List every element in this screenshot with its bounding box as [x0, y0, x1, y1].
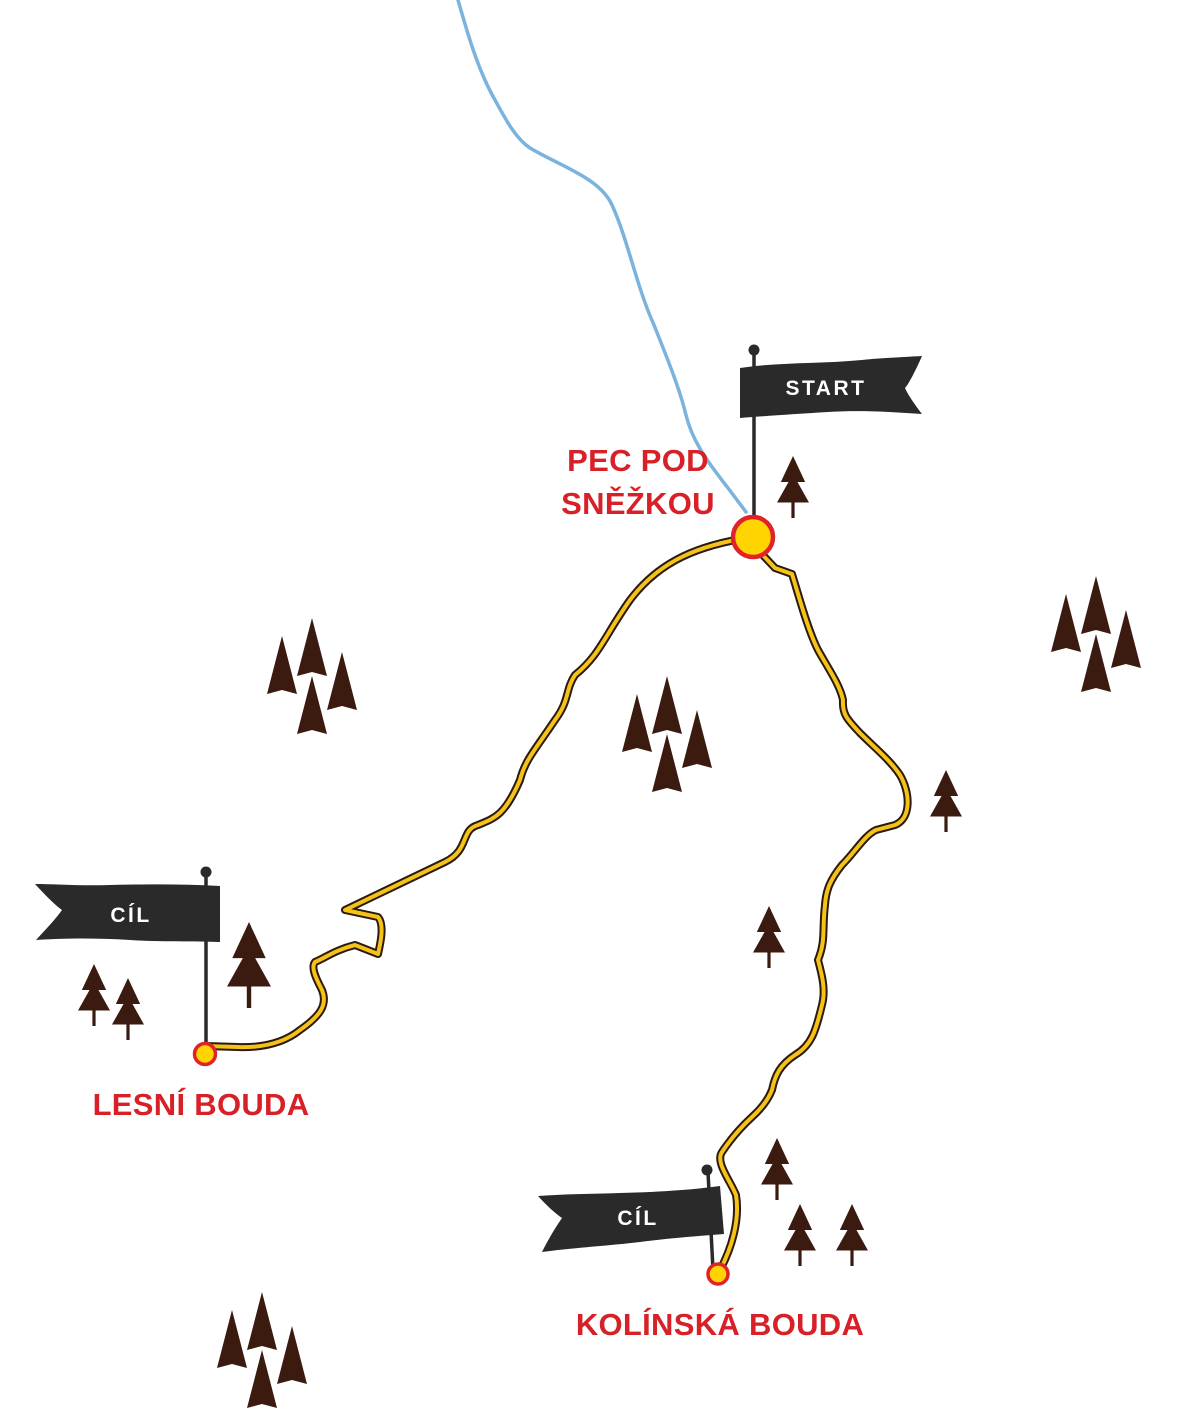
place-label-pec-line2: SNĚŽKOU	[561, 485, 715, 521]
trail-to-lesni-bouda	[201, 533, 756, 1052]
flag-icon	[35, 884, 220, 942]
pine-tree-icon	[247, 1292, 277, 1350]
pine-tree-icon	[1111, 610, 1141, 668]
pine-tree-icon	[1081, 634, 1111, 692]
pine-tree-icon	[930, 770, 962, 832]
flag-icon	[740, 356, 922, 418]
pine-tree-icon	[753, 906, 785, 968]
pine-tree-icon	[1081, 576, 1111, 634]
pine-tree-icon	[267, 636, 297, 694]
pine-tree-icon	[784, 1204, 816, 1266]
pine-tree-icon	[297, 676, 327, 734]
finish-flag-lesni: CÍL	[35, 866, 220, 1044]
flag-pole-knob	[748, 344, 760, 356]
pine-tree-icon	[227, 922, 271, 1008]
pine-tree-icon	[297, 618, 327, 676]
pine-tree-icon	[112, 978, 144, 1040]
location-marker-icon	[730, 514, 776, 560]
place-label-pec-line1: PEC POD	[567, 443, 709, 478]
pine-tree-icon	[652, 734, 682, 792]
pine-tree-icon	[327, 652, 357, 710]
pine-tree-icon	[682, 710, 712, 768]
flag-icon	[538, 1186, 724, 1252]
river	[456, 0, 748, 514]
pine-tree-icon	[217, 1310, 247, 1368]
place-label-kolinska: KOLÍNSKÁ BOUDA	[576, 1307, 864, 1342]
location-marker-icon	[706, 1262, 730, 1286]
forest	[78, 456, 1141, 1408]
pine-tree-icon	[1051, 594, 1081, 652]
pine-tree-icon	[652, 676, 682, 734]
pine-tree-icon	[78, 964, 110, 1026]
finish-flag-kolinska-label: CÍL	[617, 1207, 658, 1230]
finish-flag-kolinska: CÍL	[538, 1164, 724, 1271]
finish-flag-lesni-label: CÍL	[110, 904, 151, 927]
pine-tree-icon	[622, 694, 652, 752]
trail-to-kolinska-bouda	[715, 546, 912, 1276]
pine-tree-icon	[247, 1350, 277, 1408]
pine-tree-icon	[277, 1326, 307, 1384]
flag-pole-knob	[200, 866, 212, 878]
start-flag-label: START	[786, 377, 867, 400]
pine-tree-icon	[777, 456, 809, 518]
pine-tree-icon	[836, 1204, 868, 1266]
start-flag: START	[740, 344, 922, 520]
location-marker-icon	[192, 1041, 218, 1067]
pine-tree-icon	[761, 1138, 793, 1200]
place-label-lesni: LESNÍ BOUDA	[93, 1087, 310, 1122]
